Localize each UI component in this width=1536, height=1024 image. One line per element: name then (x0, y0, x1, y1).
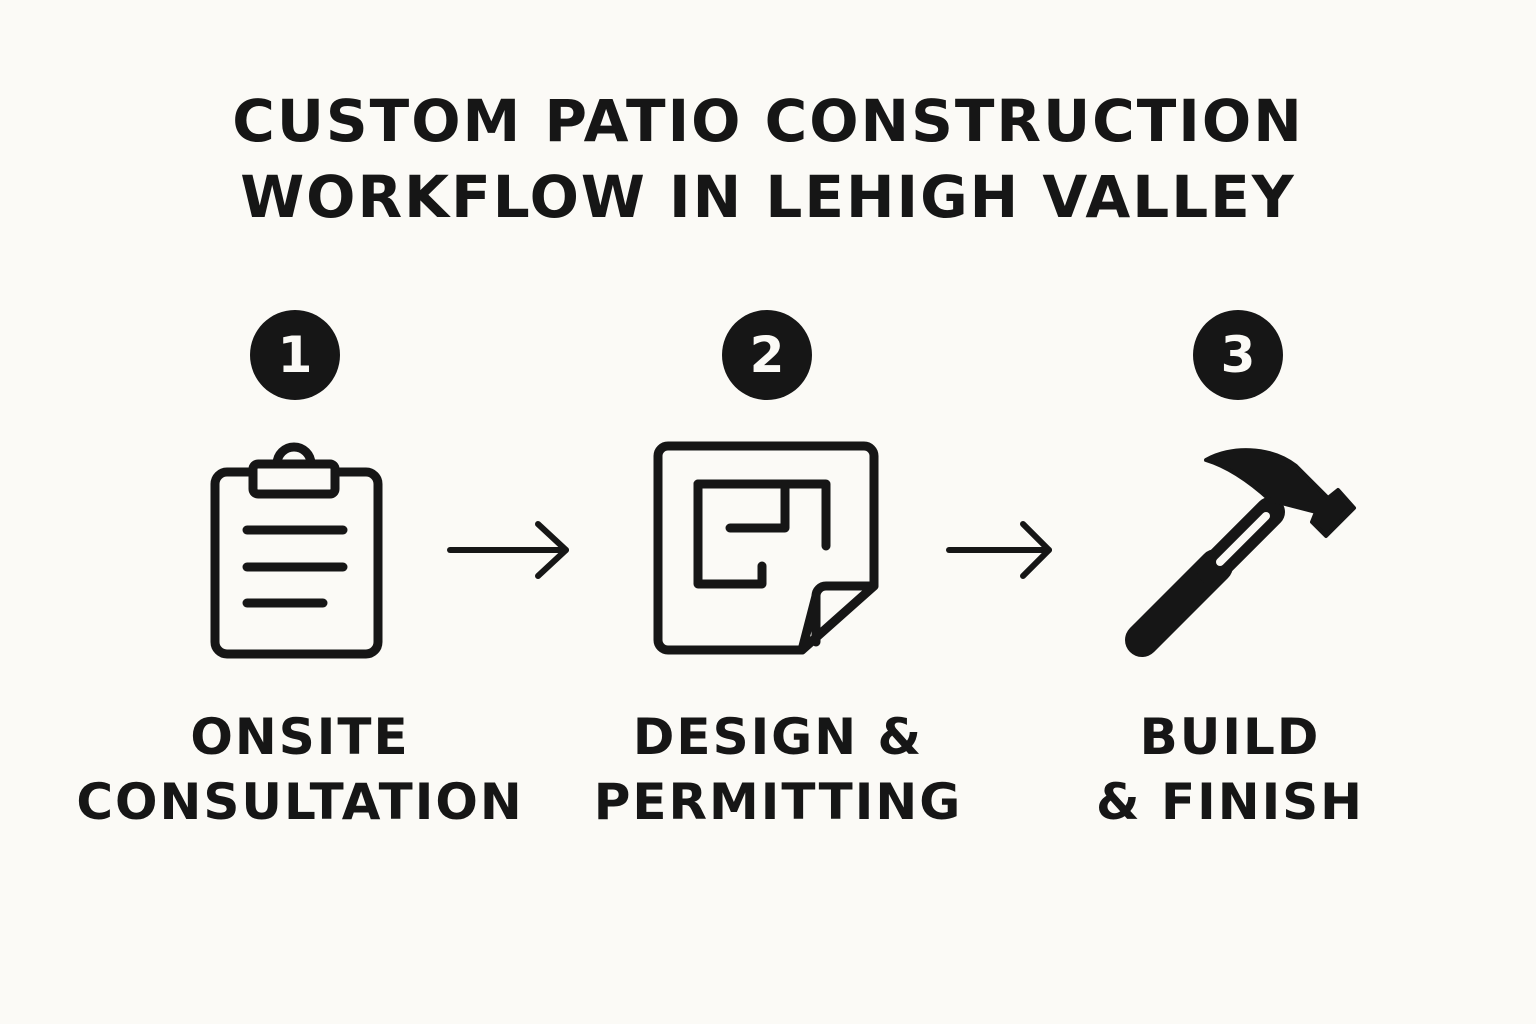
step-number-badge: 2 (722, 310, 812, 400)
step-label-line-2: & FINISH (1095, 773, 1365, 831)
arrow-right-icon (946, 521, 1052, 579)
step-label-line-1: DESIGN & (632, 708, 924, 766)
step-label-line-1: BUILD (1139, 708, 1321, 766)
hammer-icon (1125, 448, 1356, 657)
diagram-title-line-1: CUSTOM PATIO CONSTRUCTION (232, 87, 1304, 155)
diagram-title-line-2: WORKFLOW IN LEHIGH VALLEY (240, 163, 1296, 231)
step-label-line-1: ONSITE (190, 708, 410, 766)
floor-plan-icon (653, 441, 879, 655)
step-label-line-2: PERMITTING (593, 773, 963, 831)
step-number-badge: 3 (1193, 310, 1283, 400)
step-number-badge: 1 (250, 310, 340, 400)
clipboard-icon (210, 442, 383, 659)
arrow-right-icon (447, 521, 569, 579)
step-label-line-2: CONSULTATION (76, 773, 524, 831)
